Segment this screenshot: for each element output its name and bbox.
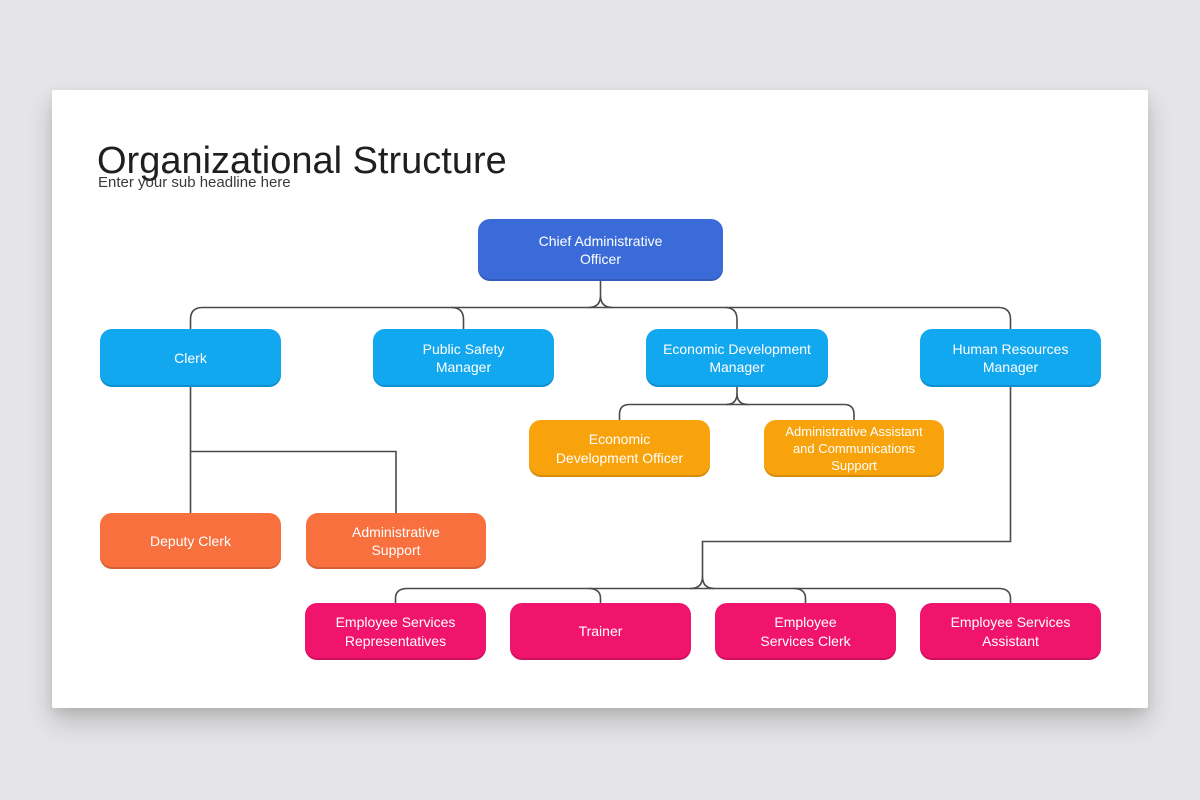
org-node-clerk[interactable]: Clerk xyxy=(100,329,281,387)
org-node-trainer[interactable]: Trainer xyxy=(510,603,691,660)
org-node-economic-development-officer[interactable]: Economic Development Officer xyxy=(529,420,710,477)
org-node-deputy-clerk[interactable]: Deputy Clerk xyxy=(100,513,281,569)
slide-title[interactable]: Organizational Structure xyxy=(97,140,507,183)
slide-subtitle-placeholder[interactable]: Enter your sub headline here xyxy=(98,174,291,191)
org-node-administrative-assistant-and-communications-support[interactable]: Administrative Assistant and Communicati… xyxy=(764,420,944,477)
org-node-chief-administrative-officer[interactable]: Chief Administrative Officer xyxy=(478,219,723,281)
org-node-employee-services-clerk[interactable]: Employee Services Clerk xyxy=(715,603,896,660)
org-node-administrative-support[interactable]: Administrative Support xyxy=(306,513,486,569)
org-node-human-resources-manager[interactable]: Human Resources Manager xyxy=(920,329,1101,387)
org-node-public-safety-manager[interactable]: Public Safety Manager xyxy=(373,329,554,387)
org-node-economic-development-manager[interactable]: Economic Development Manager xyxy=(646,329,828,387)
org-node-employee-services-assistant[interactable]: Employee Services Assistant xyxy=(920,603,1101,660)
org-node-employee-services-representatives[interactable]: Employee Services Representatives xyxy=(305,603,486,660)
